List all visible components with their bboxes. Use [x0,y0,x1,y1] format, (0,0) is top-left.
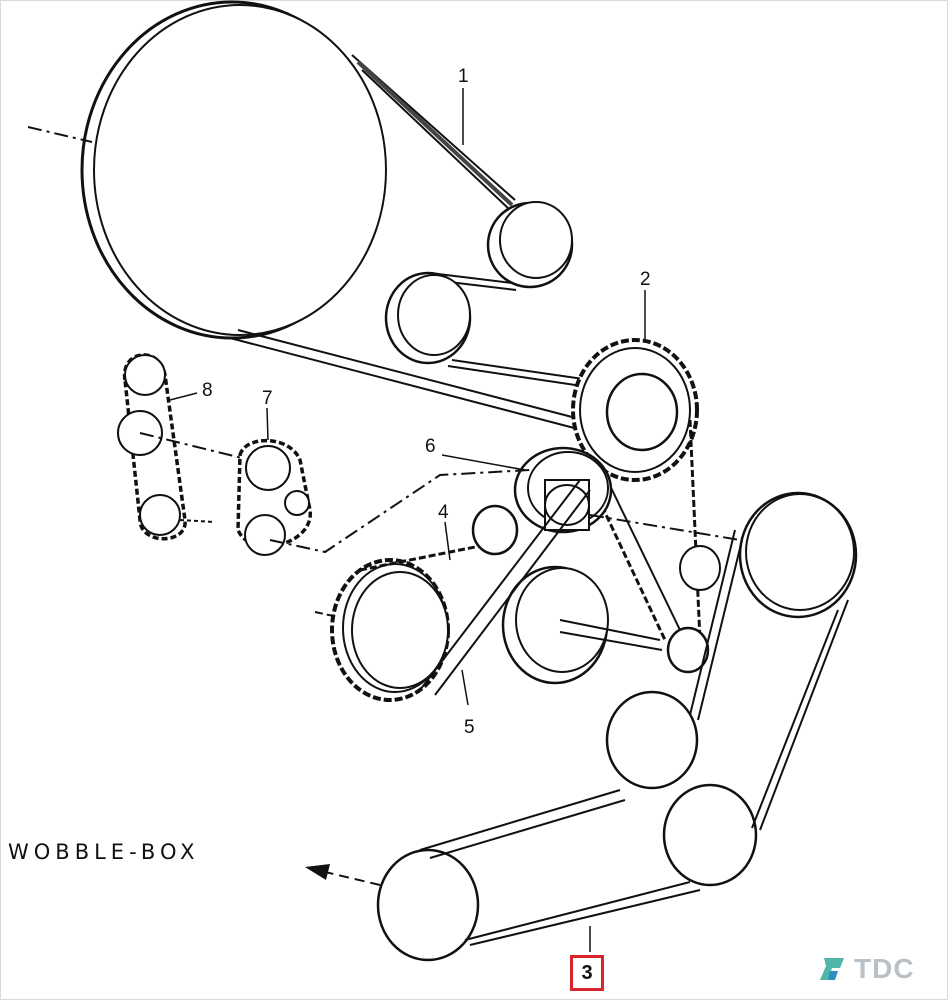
lower-cylinder [501,565,663,685]
watermark-text: TDC [854,953,915,984]
upper-pulley [486,201,574,289]
pulley-7 [236,438,312,556]
callout-6: 6 [425,436,436,457]
wobble-box-arrow [305,864,381,886]
pulley-2 [571,338,699,482]
callout-8: 8 [202,380,213,401]
callout-2: 2 [640,269,651,290]
belt-3 [376,491,858,962]
tdc-watermark: TDC [818,952,915,986]
pulley-4 [330,558,450,702]
callout-1: 1 [458,66,469,87]
callout-3-highlight[interactable]: 3 [570,955,604,991]
pulley-8 [117,353,187,541]
callout-7: 7 [262,388,273,409]
callout-4: 4 [438,502,449,523]
callout-3: 3 [581,962,593,984]
tdc-logo-icon [820,958,844,980]
callout-5: 5 [464,717,475,738]
pulley-6 [513,446,613,534]
main-pulley [80,0,387,340]
mid-left-pulley [384,271,472,365]
wobble-box-label: WOBBLE-BOX [8,840,200,864]
belt-1 [351,54,516,211]
